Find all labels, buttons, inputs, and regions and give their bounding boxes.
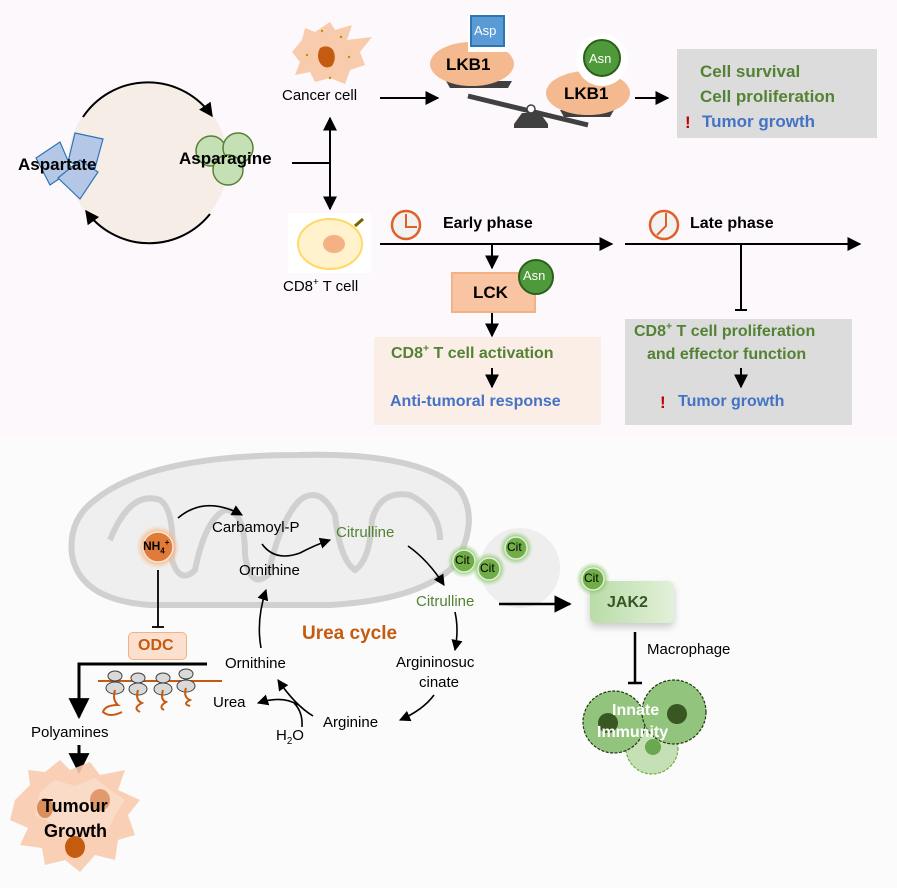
arginine-label: Arginine: [323, 714, 379, 731]
carbamoyl-p-label: Carbamoyl-P: [212, 519, 300, 536]
asparagine-label: Asparagine: [179, 149, 272, 168]
cd8-cell-bg: [288, 213, 371, 273]
argininosuccinate-label-1: Argininosuc: [396, 654, 475, 671]
lck-label: LCK: [473, 283, 508, 302]
outcome-cell-proliferation: Cell proliferation: [700, 87, 836, 106]
lck-asn-label: Asn: [523, 268, 546, 283]
innate-immunity-label-2: Immunity: [597, 724, 669, 741]
odc-label: ODC: [138, 637, 174, 654]
h2o-label: H2O: [276, 727, 304, 747]
late-alert-icon: !: [660, 393, 666, 412]
urea-cycle-label: Urea cycle: [302, 623, 398, 644]
cit-badge-label-2: Cit: [480, 561, 495, 575]
tumour-growth-label-2: Growth: [44, 821, 107, 841]
ornithine-cyto-label: Ornithine: [225, 655, 286, 672]
odc-box: [128, 632, 187, 660]
early-phase-label: Early phase: [443, 215, 533, 232]
tumour-growth-label-1: Tumour: [42, 796, 108, 816]
effector-function-label: and effector function: [647, 346, 807, 363]
polyamines-label: Polyamines: [31, 724, 109, 741]
late-outcome-box: [625, 319, 852, 425]
outcome-cell-survival: Cell survival: [700, 62, 801, 81]
jak2-cit-label: Cit: [584, 571, 599, 585]
anti-tumoral-response-label: Anti-tumoral response: [390, 393, 561, 410]
innate-immunity-label-1: Innate: [612, 702, 660, 719]
jak2-label: JAK2: [607, 594, 648, 611]
citrulline-mito-label: Citrulline: [336, 524, 395, 541]
asn-badge-label: Asn: [589, 51, 612, 66]
cd8-activation-label: CD8+ T cell activation: [391, 343, 554, 362]
late-phase-label: Late phase: [690, 215, 774, 232]
argininosuccinate-label-2: cinate: [419, 674, 460, 691]
nh4-label: NH4+: [143, 538, 170, 556]
lkb1-right-label: LKB1: [564, 84, 609, 103]
cit-badge-label-1: Cit: [455, 553, 470, 567]
late-tumor-growth-label: Tumor growth: [678, 393, 785, 410]
asp-badge-label: Asp: [474, 23, 497, 38]
aspartate-label: Aspartate: [18, 155, 97, 174]
cd8-proliferation-label: CD8+ T cell proliferation: [634, 321, 816, 340]
macrophage-label: Macrophage: [647, 641, 731, 658]
outcome-box: [677, 49, 877, 138]
ornithine-mito-label: Ornithine: [239, 562, 300, 579]
outcome-tumor-growth: Tumor growth: [702, 112, 815, 131]
urea-label: Urea: [213, 694, 246, 711]
alert-icon: !: [685, 113, 691, 132]
lkb1-left-label: LKB1: [446, 55, 491, 74]
citrulline-cyto-label: Citrulline: [416, 593, 475, 610]
cit-badge-label-3: Cit: [507, 540, 522, 554]
cd8-t-cell-label: CD8+ T cell: [283, 277, 359, 295]
cancer-cell-label: Cancer cell: [282, 87, 358, 104]
